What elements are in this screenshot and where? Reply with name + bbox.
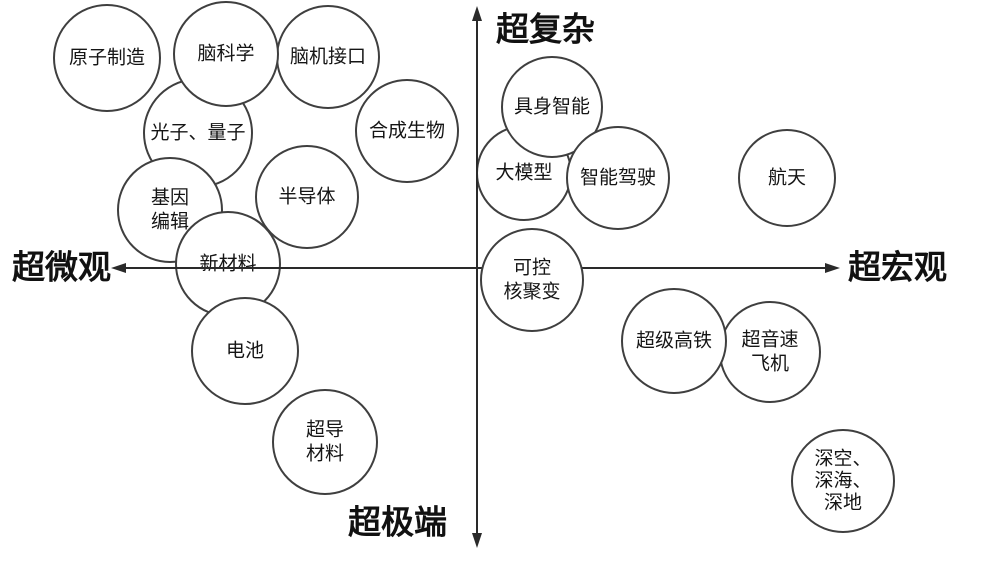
right-arrow-icon xyxy=(825,263,840,273)
node-label-synthetic-biology: 合成生物 xyxy=(369,120,445,142)
down-arrow-icon xyxy=(472,533,482,548)
node-semiconductor: 半导体 xyxy=(255,145,359,249)
node-label-controlled-fusion: 可控核聚变 xyxy=(503,257,560,303)
node-label-line: 超音速 xyxy=(741,329,798,351)
node-circle-intelligent-driving xyxy=(566,126,670,230)
node-label-gene-editing: 基因编辑 xyxy=(151,187,189,233)
node-circle-semiconductor xyxy=(255,145,359,249)
node-label-line: 半导体 xyxy=(278,186,335,208)
up-arrow-icon xyxy=(472,6,482,21)
node-label-new-materials: 新材料 xyxy=(199,253,256,275)
node-brain-science: 脑科学 xyxy=(173,1,279,107)
nodes-layer-front: 可控核聚变 xyxy=(480,228,584,332)
node-label-brain-science: 脑科学 xyxy=(197,43,254,65)
node-label-line: 大模型 xyxy=(495,162,552,184)
node-circle-battery xyxy=(191,297,299,405)
node-label-line: 具身智能 xyxy=(514,96,590,118)
node-label-atomic-manufacturing: 原子制造 xyxy=(69,47,145,69)
node-label-line: 深地 xyxy=(824,492,862,514)
node-label-line: 可控 xyxy=(513,257,551,279)
node-label-line: 原子制造 xyxy=(69,47,145,69)
node-label-line: 深空、 xyxy=(814,448,871,470)
node-label-intelligent-driving: 智能驾驶 xyxy=(580,167,656,189)
axis-label-bottom: 超极端 xyxy=(348,504,447,541)
left-arrow-icon xyxy=(111,263,126,273)
node-circle-atomic-manufacturing xyxy=(53,4,161,112)
node-battery: 电池 xyxy=(191,297,299,405)
node-intelligent-driving: 智能驾驶 xyxy=(566,126,670,230)
node-circle-aerospace xyxy=(738,129,836,227)
node-label-line: 核聚变 xyxy=(503,281,560,303)
node-superconducting-materials: 超导材料 xyxy=(272,389,378,495)
node-label-embodied-ai: 具身智能 xyxy=(514,96,590,118)
node-label-line: 超级高铁 xyxy=(636,330,712,352)
node-label-deep-space-sea-earth: 深空、深海、深地 xyxy=(814,448,871,514)
node-brain-computer-interface: 脑机接口 xyxy=(276,5,380,109)
node-supersonic-aircraft: 超音速飞机 xyxy=(719,301,821,403)
axis-label-left: 超微观 xyxy=(12,249,111,286)
node-label-large-model: 大模型 xyxy=(495,162,552,184)
node-label-line: 编辑 xyxy=(151,211,189,233)
node-label-brain-computer-interface: 脑机接口 xyxy=(290,46,366,68)
node-circle-super-highspeed-rail xyxy=(621,288,727,394)
node-label-line: 航天 xyxy=(768,167,806,189)
node-label-line: 智能驾驶 xyxy=(580,167,656,189)
node-aerospace: 航天 xyxy=(738,129,836,227)
node-circle-superconducting-materials xyxy=(272,389,378,495)
node-label-line: 脑机接口 xyxy=(290,46,366,68)
node-embodied-ai: 具身智能 xyxy=(501,56,603,158)
node-label-line: 脑科学 xyxy=(197,43,254,65)
node-circle-embodied-ai xyxy=(501,56,603,158)
node-label-line: 新材料 xyxy=(199,253,256,275)
node-label-semiconductor: 半导体 xyxy=(278,186,335,208)
node-circle-supersonic-aircraft xyxy=(719,301,821,403)
node-deep-space-sea-earth: 深空、深海、深地 xyxy=(791,429,895,533)
node-atomic-manufacturing: 原子制造 xyxy=(53,4,161,112)
node-circle-deep-space-sea-earth xyxy=(791,429,895,533)
axes-layer xyxy=(111,6,840,548)
node-circle-synthetic-biology xyxy=(355,79,459,183)
node-circle-controlled-fusion xyxy=(480,228,584,332)
node-label-line: 超导 xyxy=(306,419,344,441)
node-synthetic-biology: 合成生物 xyxy=(355,79,459,183)
axis-label-top: 超复杂 xyxy=(496,11,595,48)
node-label-supersonic-aircraft: 超音速飞机 xyxy=(741,329,798,375)
node-circle-brain-science xyxy=(173,1,279,107)
node-label-line: 深海、 xyxy=(814,470,871,492)
node-label-line: 基因 xyxy=(151,187,189,209)
node-label-line: 飞机 xyxy=(751,353,789,375)
node-label-superconducting-materials: 超导材料 xyxy=(306,419,344,465)
node-label-battery: 电池 xyxy=(226,340,264,362)
node-label-line: 合成生物 xyxy=(369,120,445,142)
node-label-super-highspeed-rail: 超级高铁 xyxy=(636,330,712,352)
node-label-line: 材料 xyxy=(306,443,344,465)
node-label-photonics-quantum: 光子、量子 xyxy=(150,122,245,144)
node-super-highspeed-rail: 超级高铁 xyxy=(621,288,727,394)
node-controlled-fusion: 可控核聚变 xyxy=(480,228,584,332)
axis-label-right: 超宏观 xyxy=(848,249,947,286)
node-label-line: 光子、量子 xyxy=(150,122,245,144)
node-label-aerospace: 航天 xyxy=(768,167,806,189)
node-label-line: 电池 xyxy=(226,340,264,362)
